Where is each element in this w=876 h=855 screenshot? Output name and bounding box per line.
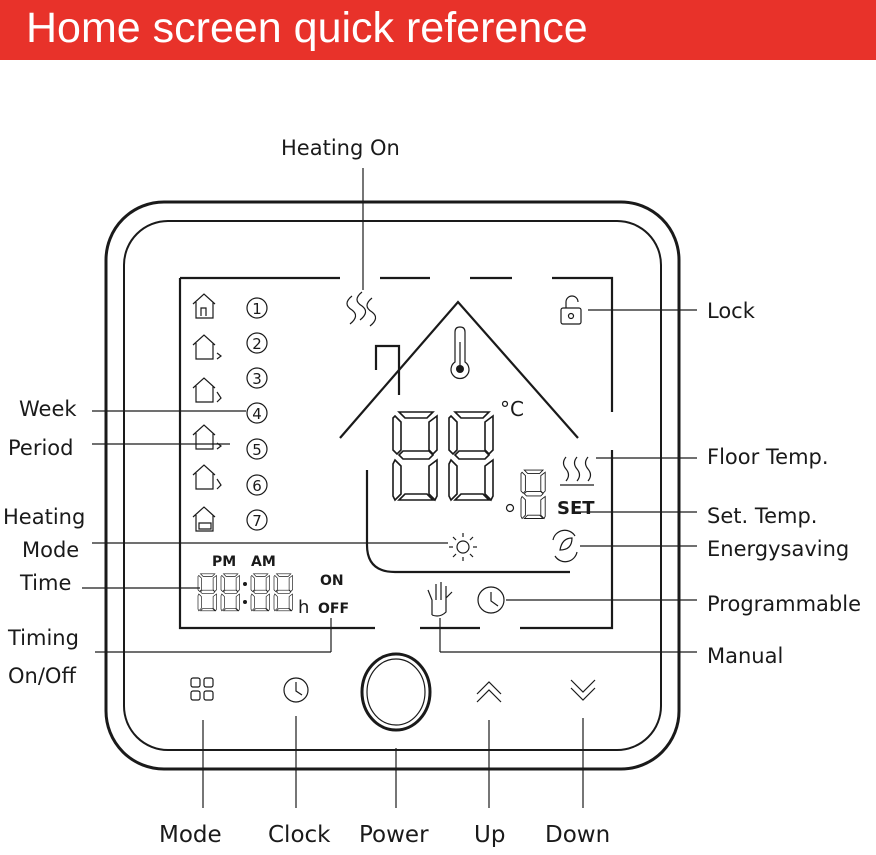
sun-icon bbox=[449, 533, 477, 561]
period-7-number: 7 bbox=[252, 512, 262, 530]
label-up-button: Up bbox=[474, 822, 506, 848]
chevron-up-icon bbox=[476, 681, 502, 703]
label-set-temp: Set. Temp. bbox=[707, 504, 818, 528]
pm-indicator: PM bbox=[212, 554, 236, 570]
period-2-number: 2 bbox=[252, 335, 262, 353]
period-7: 7 bbox=[246, 509, 268, 531]
power-button[interactable] bbox=[360, 652, 432, 732]
label-heating-on: Heating On bbox=[281, 136, 400, 160]
down-button[interactable] bbox=[570, 679, 596, 701]
label-power-button: Power bbox=[359, 822, 429, 848]
period-1: 1 bbox=[246, 297, 268, 319]
label-period: Period bbox=[8, 436, 74, 460]
clock-button-icon bbox=[283, 677, 309, 703]
hour-unit: h bbox=[298, 597, 309, 618]
label-heating: Heating bbox=[3, 505, 86, 529]
timer-on-indicator: ON bbox=[320, 573, 344, 589]
period-house-icons bbox=[192, 293, 222, 532]
main-temp-digits bbox=[392, 411, 546, 520]
label-mode-button: Mode bbox=[159, 822, 222, 848]
period-numbers: 1 2 3 4 5 6 7 bbox=[246, 297, 268, 531]
period-2: 2 bbox=[246, 332, 268, 354]
label-manual: Manual bbox=[707, 644, 784, 668]
clock-button[interactable] bbox=[283, 677, 309, 703]
timer-off-indicator: OFF bbox=[318, 601, 349, 617]
title-banner: Home screen quick reference bbox=[0, 0, 876, 60]
set-indicator: SET bbox=[557, 498, 595, 519]
label-clock-button: Clock bbox=[268, 822, 331, 848]
period-4: 4 bbox=[246, 402, 268, 424]
period-5: 5 bbox=[246, 438, 268, 460]
floor-heat-icon bbox=[560, 456, 594, 486]
period-1-number: 1 bbox=[252, 300, 262, 318]
period-4-number: 4 bbox=[252, 405, 262, 423]
celsius-unit: °C bbox=[500, 397, 524, 421]
hand-icon bbox=[427, 582, 453, 617]
am-indicator: AM bbox=[251, 554, 276, 570]
label-floor-temp: Floor Temp. bbox=[707, 445, 829, 469]
label-on-off: On/Off bbox=[8, 664, 76, 688]
label-mode: Mode bbox=[22, 538, 80, 562]
label-lock: Lock bbox=[707, 299, 755, 323]
label-energysaving: Energysaving bbox=[707, 537, 850, 561]
thermometer-icon bbox=[450, 326, 470, 380]
period-5-number: 5 bbox=[252, 441, 262, 459]
eco-leaf-icon bbox=[552, 529, 578, 563]
screen-border bbox=[178, 276, 614, 630]
label-programmable: Programmable bbox=[707, 592, 862, 616]
period-6-number: 6 bbox=[252, 477, 262, 495]
period-3-number: 3 bbox=[252, 370, 262, 388]
mode-grid-icon bbox=[190, 677, 214, 701]
mode-button[interactable] bbox=[190, 677, 214, 701]
clock-icon bbox=[477, 586, 505, 614]
label-week: Week bbox=[19, 397, 77, 421]
leader-lines bbox=[82, 168, 697, 808]
label-down-button: Down bbox=[545, 822, 611, 848]
lock-icon bbox=[560, 295, 582, 325]
label-time: Time bbox=[20, 571, 72, 595]
house-icon bbox=[339, 300, 579, 574]
label-timing: Timing bbox=[8, 626, 79, 650]
page-title: Home screen quick reference bbox=[26, 4, 588, 52]
period-6: 6 bbox=[246, 474, 268, 496]
up-button[interactable] bbox=[476, 681, 502, 703]
period-3: 3 bbox=[246, 367, 268, 389]
heating-waves-icon bbox=[346, 291, 377, 327]
chevron-down-icon bbox=[570, 679, 596, 701]
